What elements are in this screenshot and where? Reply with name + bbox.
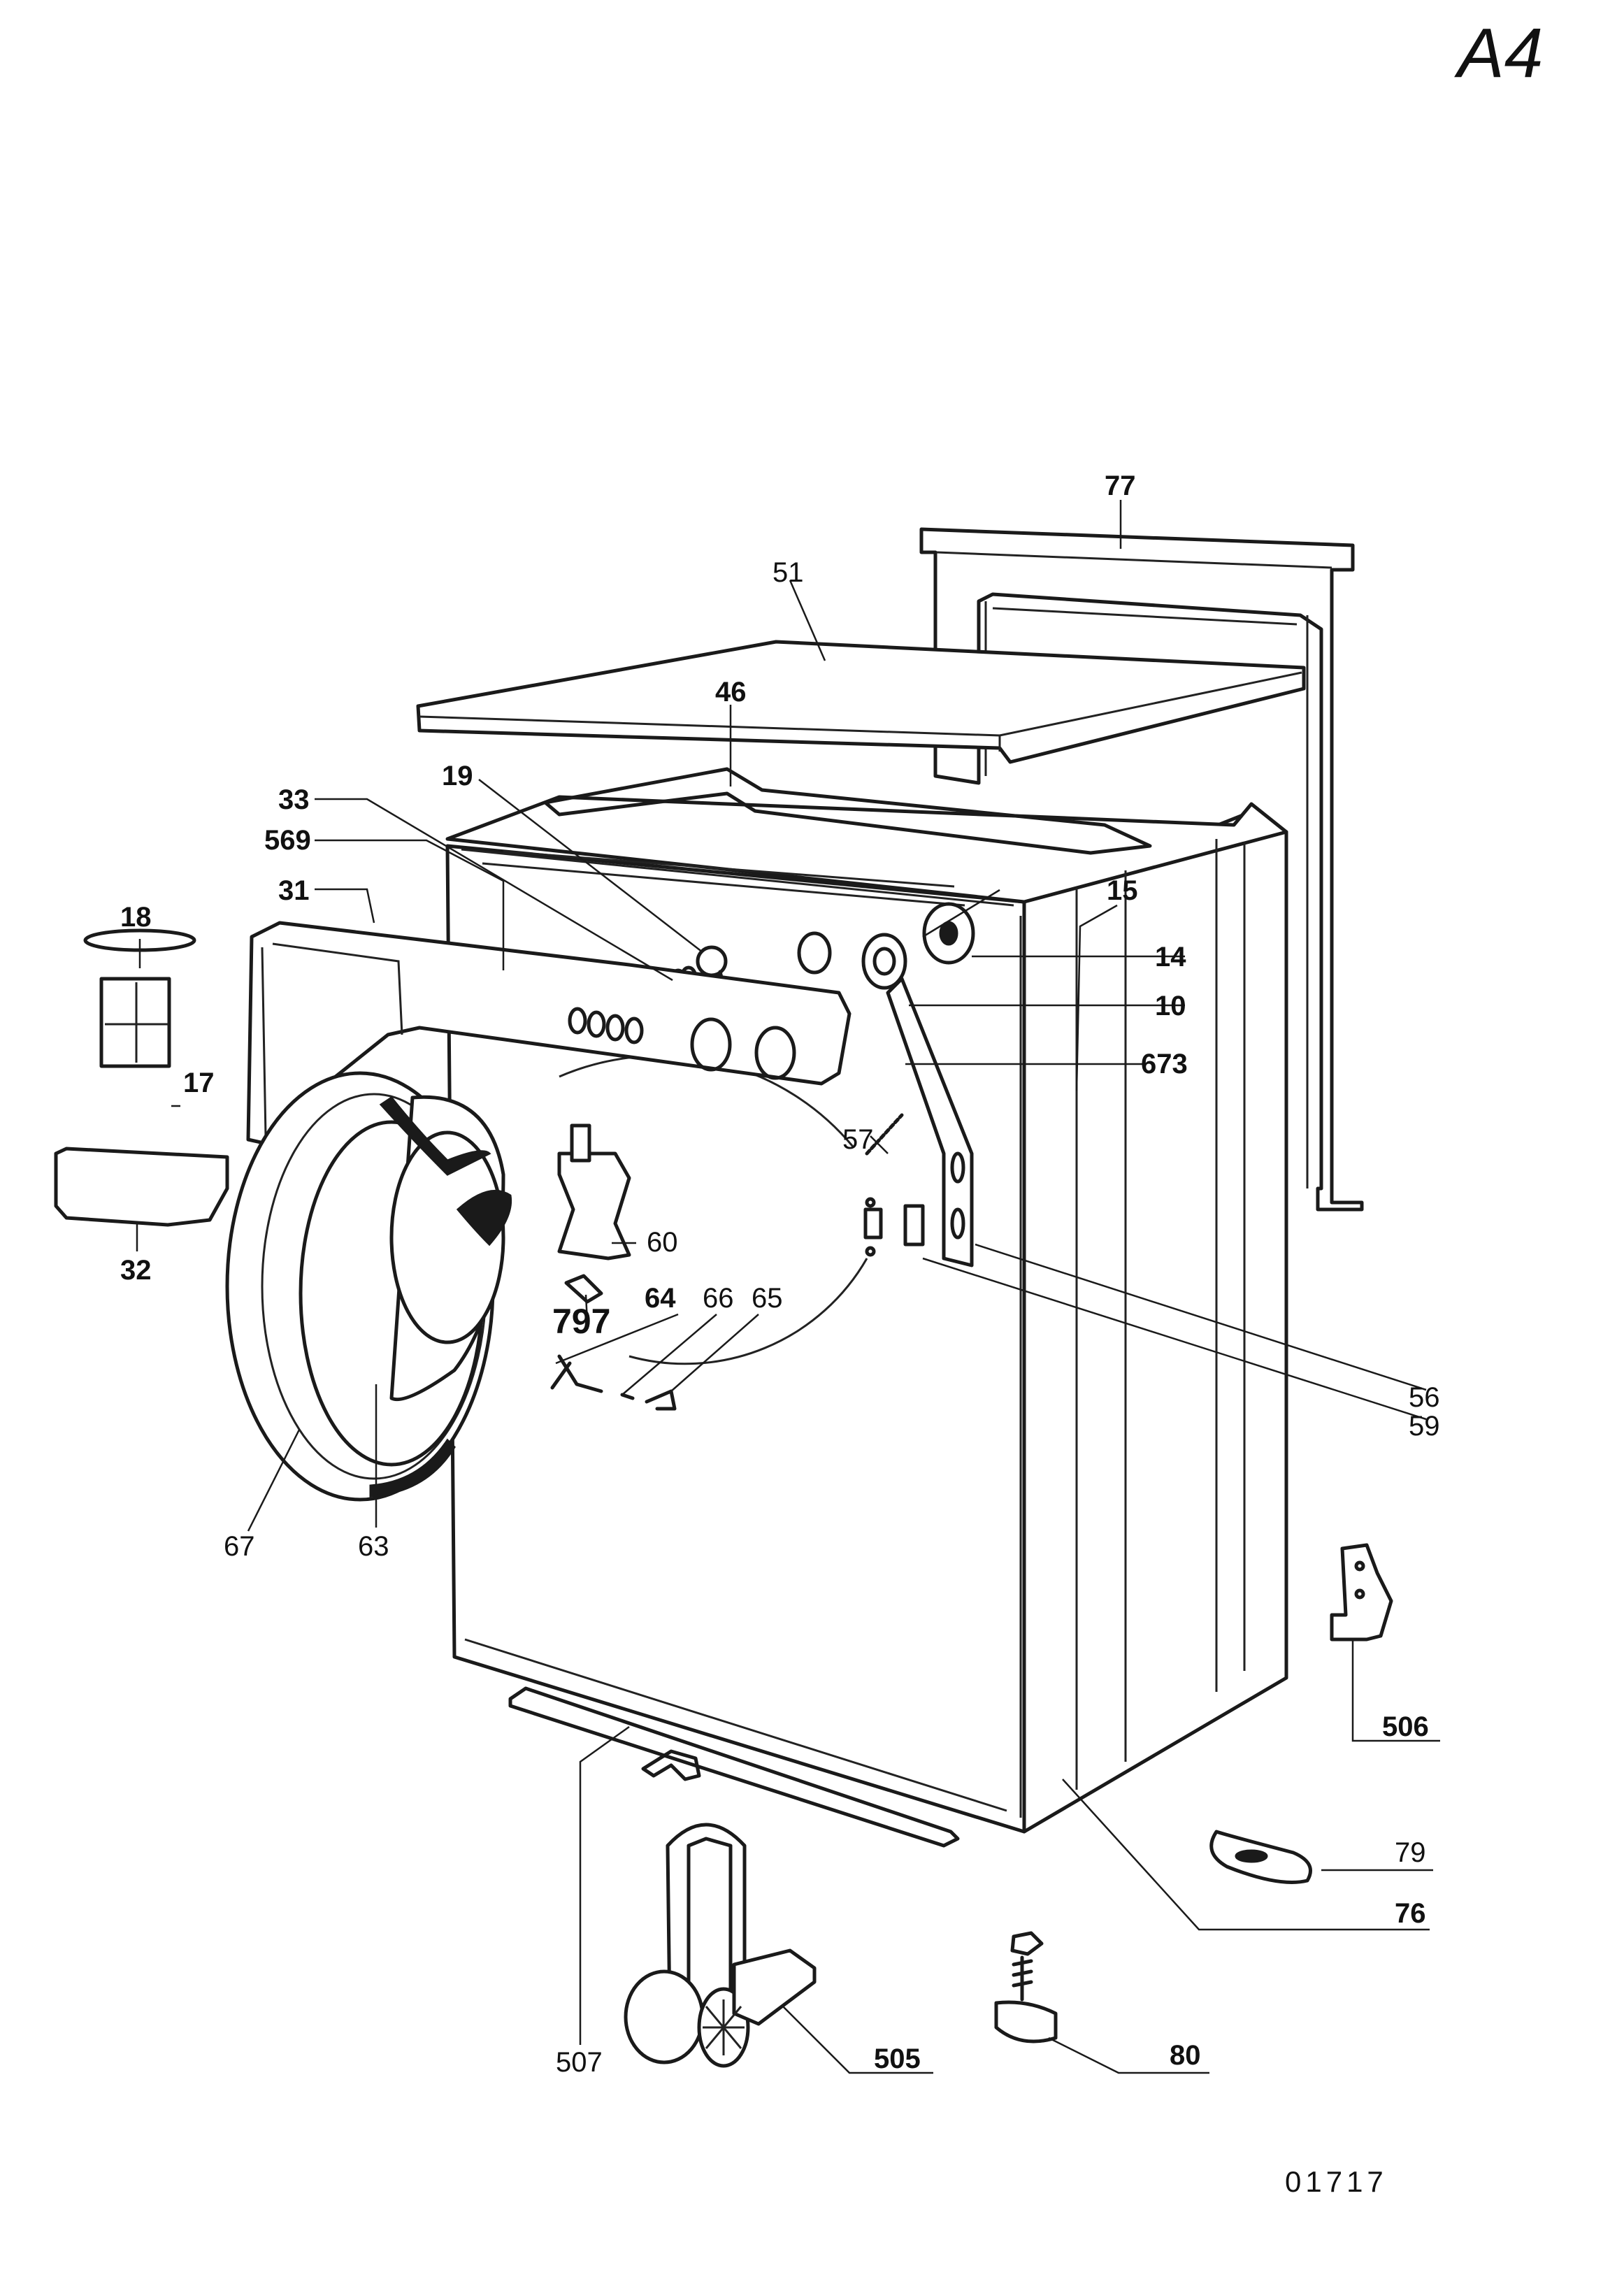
part-51-top-cover [416,640,1306,764]
callout-57: 57 [842,1124,874,1155]
part-79-foot-pad [1209,1830,1312,1884]
callout-15: 15 [1107,875,1138,906]
part-46-top-gasket [543,767,1152,855]
part-56-57-59-switch [863,1113,925,1257]
callout-59: 59 [1409,1411,1440,1442]
callout-56: 56 [1409,1382,1440,1413]
part-80-adjustable-foot [994,1931,1058,2044]
leader-lines [136,500,1440,2074]
callout-51: 51 [773,557,804,588]
part-17-insert [99,977,171,1068]
callout-67: 67 [224,1531,255,1562]
part-797-64-65-66-small-parts [550,1274,677,1411]
part-506-bracket [1330,1543,1393,1642]
callout-77: 77 [1105,471,1136,501]
callout-505: 505 [874,2044,921,2074]
callout-46: 46 [715,677,747,708]
part-63-door-glass [379,1095,512,1402]
callout-797: 797 [552,1302,610,1341]
callout-65: 65 [752,1283,783,1314]
part-505-roller [624,1823,817,2068]
callout-31: 31 [278,875,310,906]
part-10-14-15-knobs [797,902,975,1267]
callout-17: 17 [183,1068,215,1098]
callout-10: 10 [1155,991,1186,1021]
callout-76: 76 [1395,1898,1426,1929]
callout-32: 32 [120,1255,152,1286]
callout-33: 33 [278,784,310,815]
sheet-code: A4 [1454,14,1543,92]
callout-60: 60 [647,1227,678,1258]
callout-80: 80 [1170,2040,1201,2071]
callout-18: 18 [120,902,152,933]
callout-569: 569 [264,825,311,856]
callout-63: 63 [358,1531,389,1562]
callout-14: 14 [1155,942,1186,972]
drawing-number: 01717 [1285,2165,1388,2198]
part-60-hinge [557,1123,631,1260]
callout-79: 79 [1395,1837,1426,1868]
part-77-rear-panel [919,527,1364,1212]
callout-506: 506 [1382,1711,1429,1742]
callout-673: 673 [1141,1049,1188,1079]
callout-64: 64 [645,1283,676,1314]
callout-labels: 77 51 46 19 33 569 31 18 17 32 15 14 10 … [120,471,1440,2078]
callout-19: 19 [442,761,473,791]
callout-507: 507 [556,2047,603,2078]
part-507-plinth [508,1686,960,1848]
callout-66: 66 [703,1283,734,1314]
part-32-drawer-front [54,1147,229,1227]
